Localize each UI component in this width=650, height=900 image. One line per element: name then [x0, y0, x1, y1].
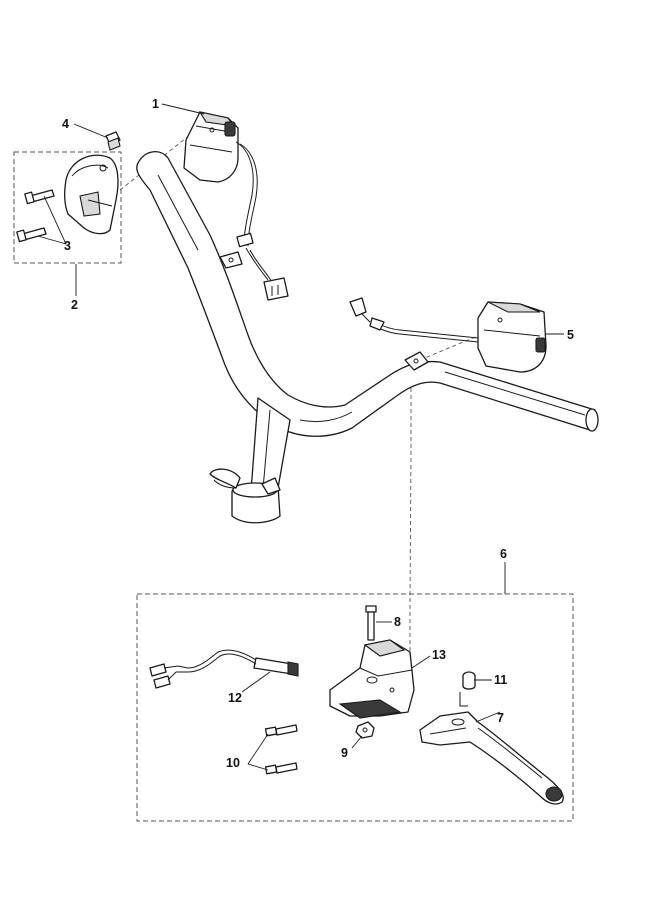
- callout-1: 1: [152, 97, 159, 111]
- part-5-right-switch: [349, 297, 547, 373]
- group-box-2: [13, 151, 122, 264]
- part-3-screw-upper: [24, 189, 55, 205]
- leader-1: [161, 103, 205, 115]
- callout-4: 4: [62, 117, 69, 131]
- part-4-screw: [105, 131, 121, 151]
- part-9-nut: [355, 721, 375, 739]
- alignment-line-lever: [409, 360, 412, 660]
- callout-7: 7: [497, 711, 504, 725]
- callout-8: 8: [394, 615, 401, 629]
- callout-13: 13: [432, 648, 446, 662]
- leader-9: [351, 735, 363, 749]
- part-11-bushing: [459, 671, 476, 707]
- group-box-6: [136, 593, 574, 822]
- callout-12: 12: [228, 691, 242, 705]
- callout-2: 2: [71, 298, 78, 312]
- leader-10a: [247, 733, 269, 765]
- callout-10: 10: [226, 756, 240, 770]
- callout-6: 6: [500, 547, 507, 561]
- part-2-switch-cover: [64, 154, 119, 235]
- part-1-left-switch: [183, 111, 289, 301]
- part-10-screw-upper: [264, 724, 298, 737]
- leader-3b: [37, 235, 67, 245]
- alignment-line-switch-right: [419, 334, 481, 361]
- leader-3a: [43, 195, 67, 245]
- part-13-lever-bracket: [329, 639, 415, 719]
- leader-10b: [247, 763, 269, 771]
- leader-7: [475, 711, 501, 723]
- handlebar: [136, 151, 599, 524]
- callout-9: 9: [341, 746, 348, 760]
- part-7-brake-lever: [419, 711, 564, 805]
- part-3-screw-lower: [16, 227, 47, 243]
- part-8-pivot-bolt: [365, 605, 377, 641]
- callout-3: 3: [64, 239, 71, 253]
- leader-12: [241, 671, 271, 693]
- callout-11: 11: [494, 673, 507, 687]
- part-10-screw-lower: [264, 762, 298, 775]
- part-12-brake-switch: [149, 649, 299, 689]
- leader-13: [411, 655, 431, 669]
- leader-4: [73, 123, 109, 139]
- callout-5: 5: [567, 328, 574, 342]
